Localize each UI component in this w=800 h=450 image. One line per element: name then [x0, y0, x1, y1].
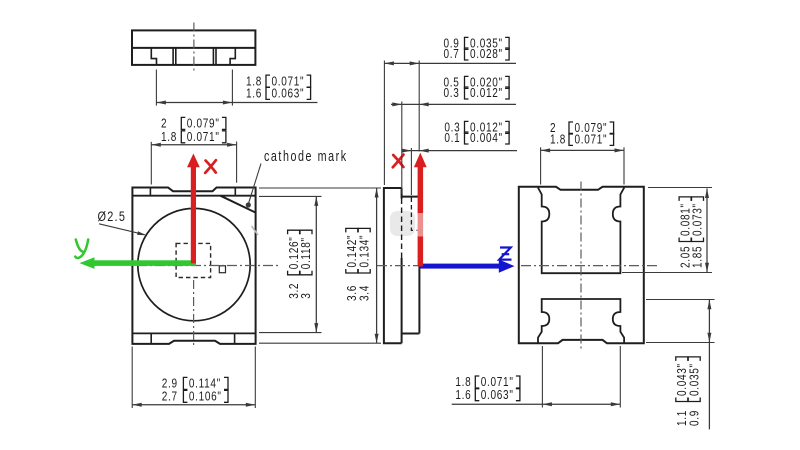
svg-text:0.118": 0.118" [299, 237, 314, 269]
svg-text:0.035": 0.035" [470, 36, 503, 51]
svg-text:1.8: 1.8 [246, 74, 262, 89]
svg-text:0.114": 0.114" [189, 376, 221, 391]
svg-text:cathode mark: cathode mark [264, 147, 348, 164]
svg-text:0.3: 0.3 [444, 120, 460, 135]
svg-text:3: 3 [299, 293, 314, 299]
svg-text:0.5: 0.5 [444, 75, 460, 90]
svg-text:2.9: 2.9 [162, 376, 178, 391]
svg-text:0.035": 0.035" [687, 363, 702, 396]
svg-text:0.028": 0.028" [470, 47, 503, 62]
svg-text:0.126": 0.126" [287, 237, 302, 270]
svg-text:0.071": 0.071" [575, 132, 608, 147]
svg-text:0.134": 0.134" [357, 235, 372, 268]
svg-text:0.079": 0.079" [187, 116, 220, 131]
svg-text:1.6: 1.6 [246, 86, 262, 101]
svg-text:0.043": 0.043" [675, 363, 690, 396]
svg-text:0.081": 0.081" [678, 203, 693, 236]
svg-text:2: 2 [550, 121, 556, 136]
svg-text:3.6: 3.6 [345, 285, 360, 301]
svg-text:2: 2 [161, 116, 167, 131]
svg-text:2.05: 2.05 [678, 246, 693, 268]
svg-text:0.7: 0.7 [444, 47, 460, 62]
svg-text:1.8: 1.8 [550, 132, 566, 147]
svg-text:1.6: 1.6 [455, 388, 471, 403]
svg-text:1.85: 1.85 [690, 246, 705, 268]
svg-text:0.004": 0.004" [470, 131, 503, 146]
svg-text:0.063": 0.063" [481, 388, 514, 403]
svg-text:0.012": 0.012" [470, 120, 503, 135]
svg-text:1.1: 1.1 [675, 410, 690, 426]
svg-text:0.012": 0.012" [470, 86, 503, 101]
svg-text:1.8: 1.8 [455, 375, 471, 390]
svg-text:1.8: 1.8 [161, 130, 177, 145]
svg-text:0.071": 0.071" [481, 375, 514, 390]
svg-text:0.9: 0.9 [687, 410, 702, 426]
svg-text:0.079": 0.079" [575, 121, 608, 136]
svg-text:0.142": 0.142" [345, 235, 360, 268]
svg-text:0.9: 0.9 [444, 36, 460, 51]
svg-text:2.7: 2.7 [162, 389, 178, 404]
svg-text:Ø2.5: Ø2.5 [98, 209, 127, 225]
svg-text:0.020": 0.020" [470, 75, 503, 90]
svg-text:0.071": 0.071" [272, 74, 305, 89]
svg-text:3.2: 3.2 [287, 283, 302, 299]
svg-text:0.063": 0.063" [272, 86, 305, 101]
svg-text:0.071": 0.071" [187, 130, 220, 145]
svg-text:0.106": 0.106" [189, 389, 222, 404]
svg-text:3.4: 3.4 [357, 285, 372, 301]
svg-text:0.1: 0.1 [444, 131, 460, 146]
svg-text:0.073": 0.073" [690, 203, 705, 236]
svg-text:0.3: 0.3 [444, 86, 460, 101]
